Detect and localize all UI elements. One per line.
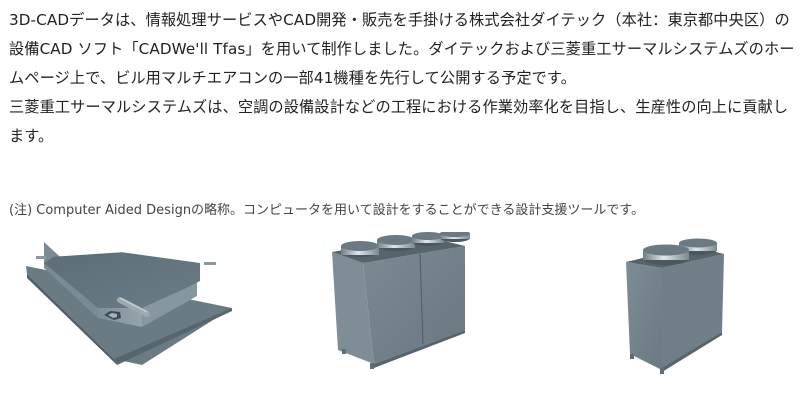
ceiling-cassette-model-image xyxy=(26,242,232,365)
figure-ceiling-cassette xyxy=(22,232,272,382)
paragraph-cad-data: 3D-CADデータは、情報処理サービスやCAD開発・販売を手掛ける株式会社ダイテ… xyxy=(9,11,795,87)
cad-model-images xyxy=(0,232,800,400)
figure-outdoor-unit-2-fan xyxy=(622,232,732,382)
outdoor-unit-4-fan-model-image xyxy=(332,232,470,369)
footnote-cad: (注) Computer Aided Designの略称。コンピュータを用いて設… xyxy=(9,203,645,218)
article-body: 3D-CADデータは、情報処理サービスやCAD開発・販売を手掛ける株式会社ダイテ… xyxy=(9,6,799,151)
outdoor-unit-2-fan-model-image xyxy=(626,238,724,374)
figure-outdoor-unit-4-fan xyxy=(330,232,505,382)
paragraph-productivity: 三菱重工サーマルシステムズは、空調の設備設計などの工程における作業効率化を目指し… xyxy=(9,98,789,145)
